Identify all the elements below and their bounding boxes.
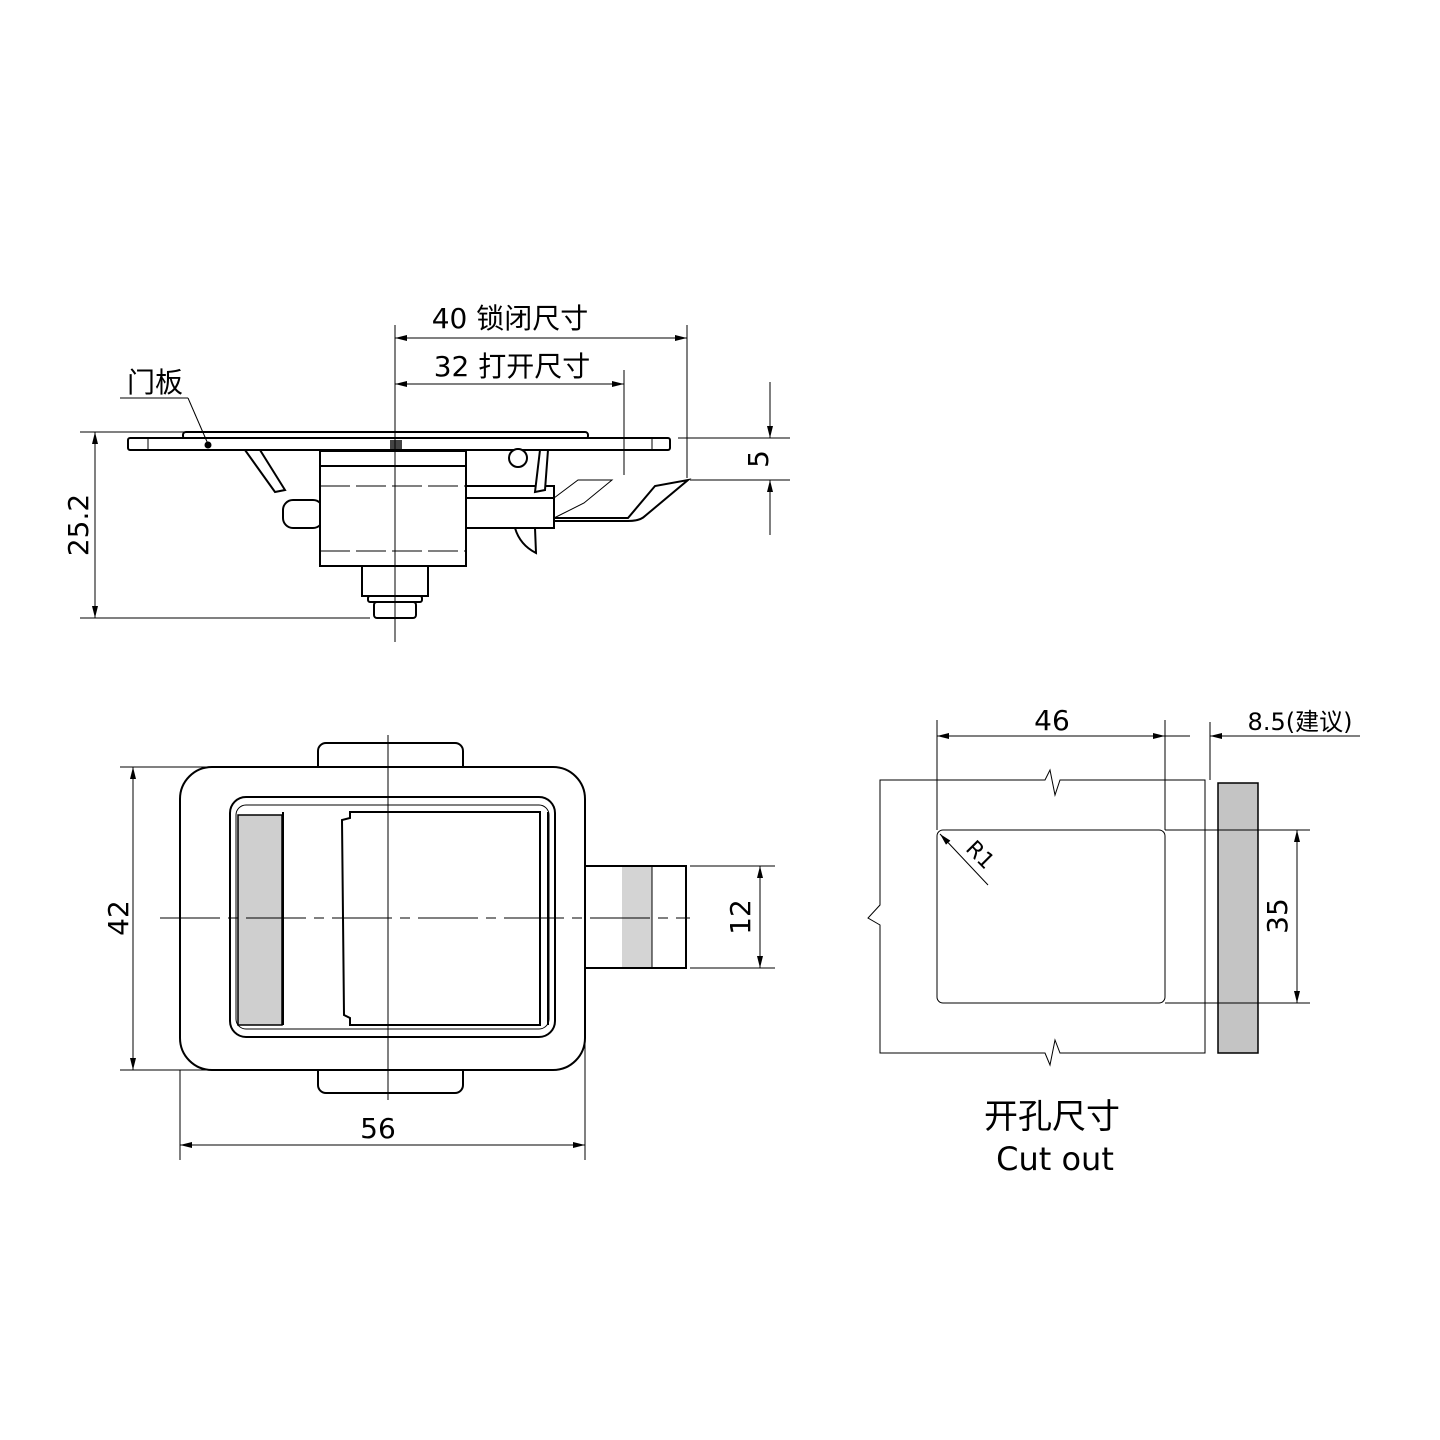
dim-locked-label: 40 锁闭尺寸 bbox=[432, 302, 589, 335]
front-view: 42 56 12 bbox=[102, 735, 775, 1160]
dim-front-width-label: 56 bbox=[360, 1112, 396, 1145]
dim-bolt-label: 12 bbox=[724, 899, 757, 935]
panel-label: 门板 bbox=[127, 366, 183, 399]
dim-front-height-label: 42 bbox=[102, 900, 135, 936]
dim-cutout-width-label: 46 bbox=[1034, 704, 1070, 737]
dim-thickness-label: 5 bbox=[742, 450, 775, 468]
side-view: 40 锁闭尺寸 32 打开尺寸 门板 25.2 5 bbox=[62, 302, 790, 642]
dim-height-label: 25.2 bbox=[62, 494, 95, 556]
cutout-title-cn: 开孔尺寸 bbox=[984, 1097, 1120, 1137]
radius-label: R1 bbox=[960, 836, 998, 874]
door-panel-section bbox=[1217, 782, 1259, 1054]
dim-open-label: 32 打开尺寸 bbox=[434, 350, 591, 383]
cutout-title-en: Cut out bbox=[996, 1140, 1114, 1178]
dim-cutout-height-label: 35 bbox=[1261, 898, 1294, 934]
cutout-view: 46 8.5(建议) 35 R1 开孔尺寸 Cut out bbox=[867, 704, 1360, 1178]
dim-panel-label: 8.5(建议) bbox=[1248, 708, 1353, 736]
